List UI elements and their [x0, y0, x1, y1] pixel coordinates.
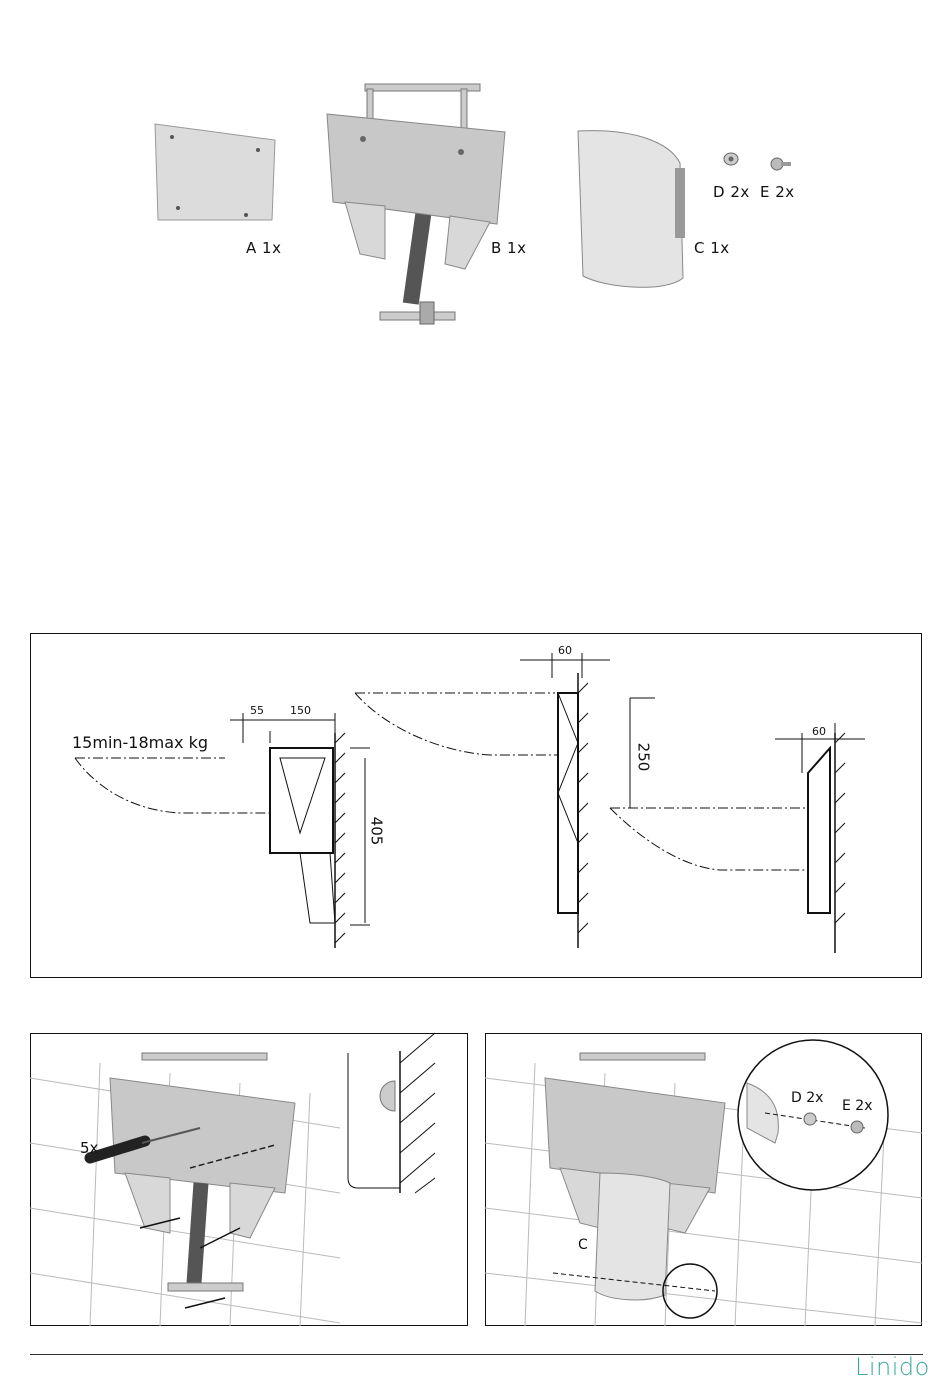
part-b-label: B 1x — [491, 239, 526, 257]
detail-d-label: D 2x — [791, 1090, 823, 1106]
footer-rule — [30, 1354, 923, 1355]
dim-150: 150 — [290, 704, 311, 717]
part-a-plate — [150, 120, 285, 225]
dimension-drawings — [30, 633, 922, 978]
load-label: 15min-18max kg — [72, 733, 208, 752]
dim-55: 55 — [250, 704, 264, 717]
part-c-label: C 1x — [694, 239, 730, 257]
install-left-drawing — [30, 1033, 468, 1326]
brand-logo: Linido — [855, 1353, 930, 1381]
cover-label: C — [578, 1237, 588, 1253]
dim-250: 250 — [634, 743, 652, 772]
part-b-seat — [325, 84, 510, 334]
part-a-label: A 1x — [246, 239, 281, 257]
screws-label: 5x — [80, 1139, 98, 1157]
part-e-screw — [770, 156, 794, 176]
dim-60-a: 60 — [558, 644, 572, 657]
dim-60-b: 60 — [812, 725, 826, 738]
detail-e-label: E 2x — [842, 1098, 873, 1114]
part-d-washer — [722, 150, 742, 170]
dim-405: 405 — [367, 817, 385, 846]
install-right-drawing — [485, 1033, 922, 1326]
part-d-label: D 2x — [713, 183, 750, 201]
part-e-label: E 2x — [760, 183, 795, 201]
part-c-cover — [575, 128, 690, 296]
